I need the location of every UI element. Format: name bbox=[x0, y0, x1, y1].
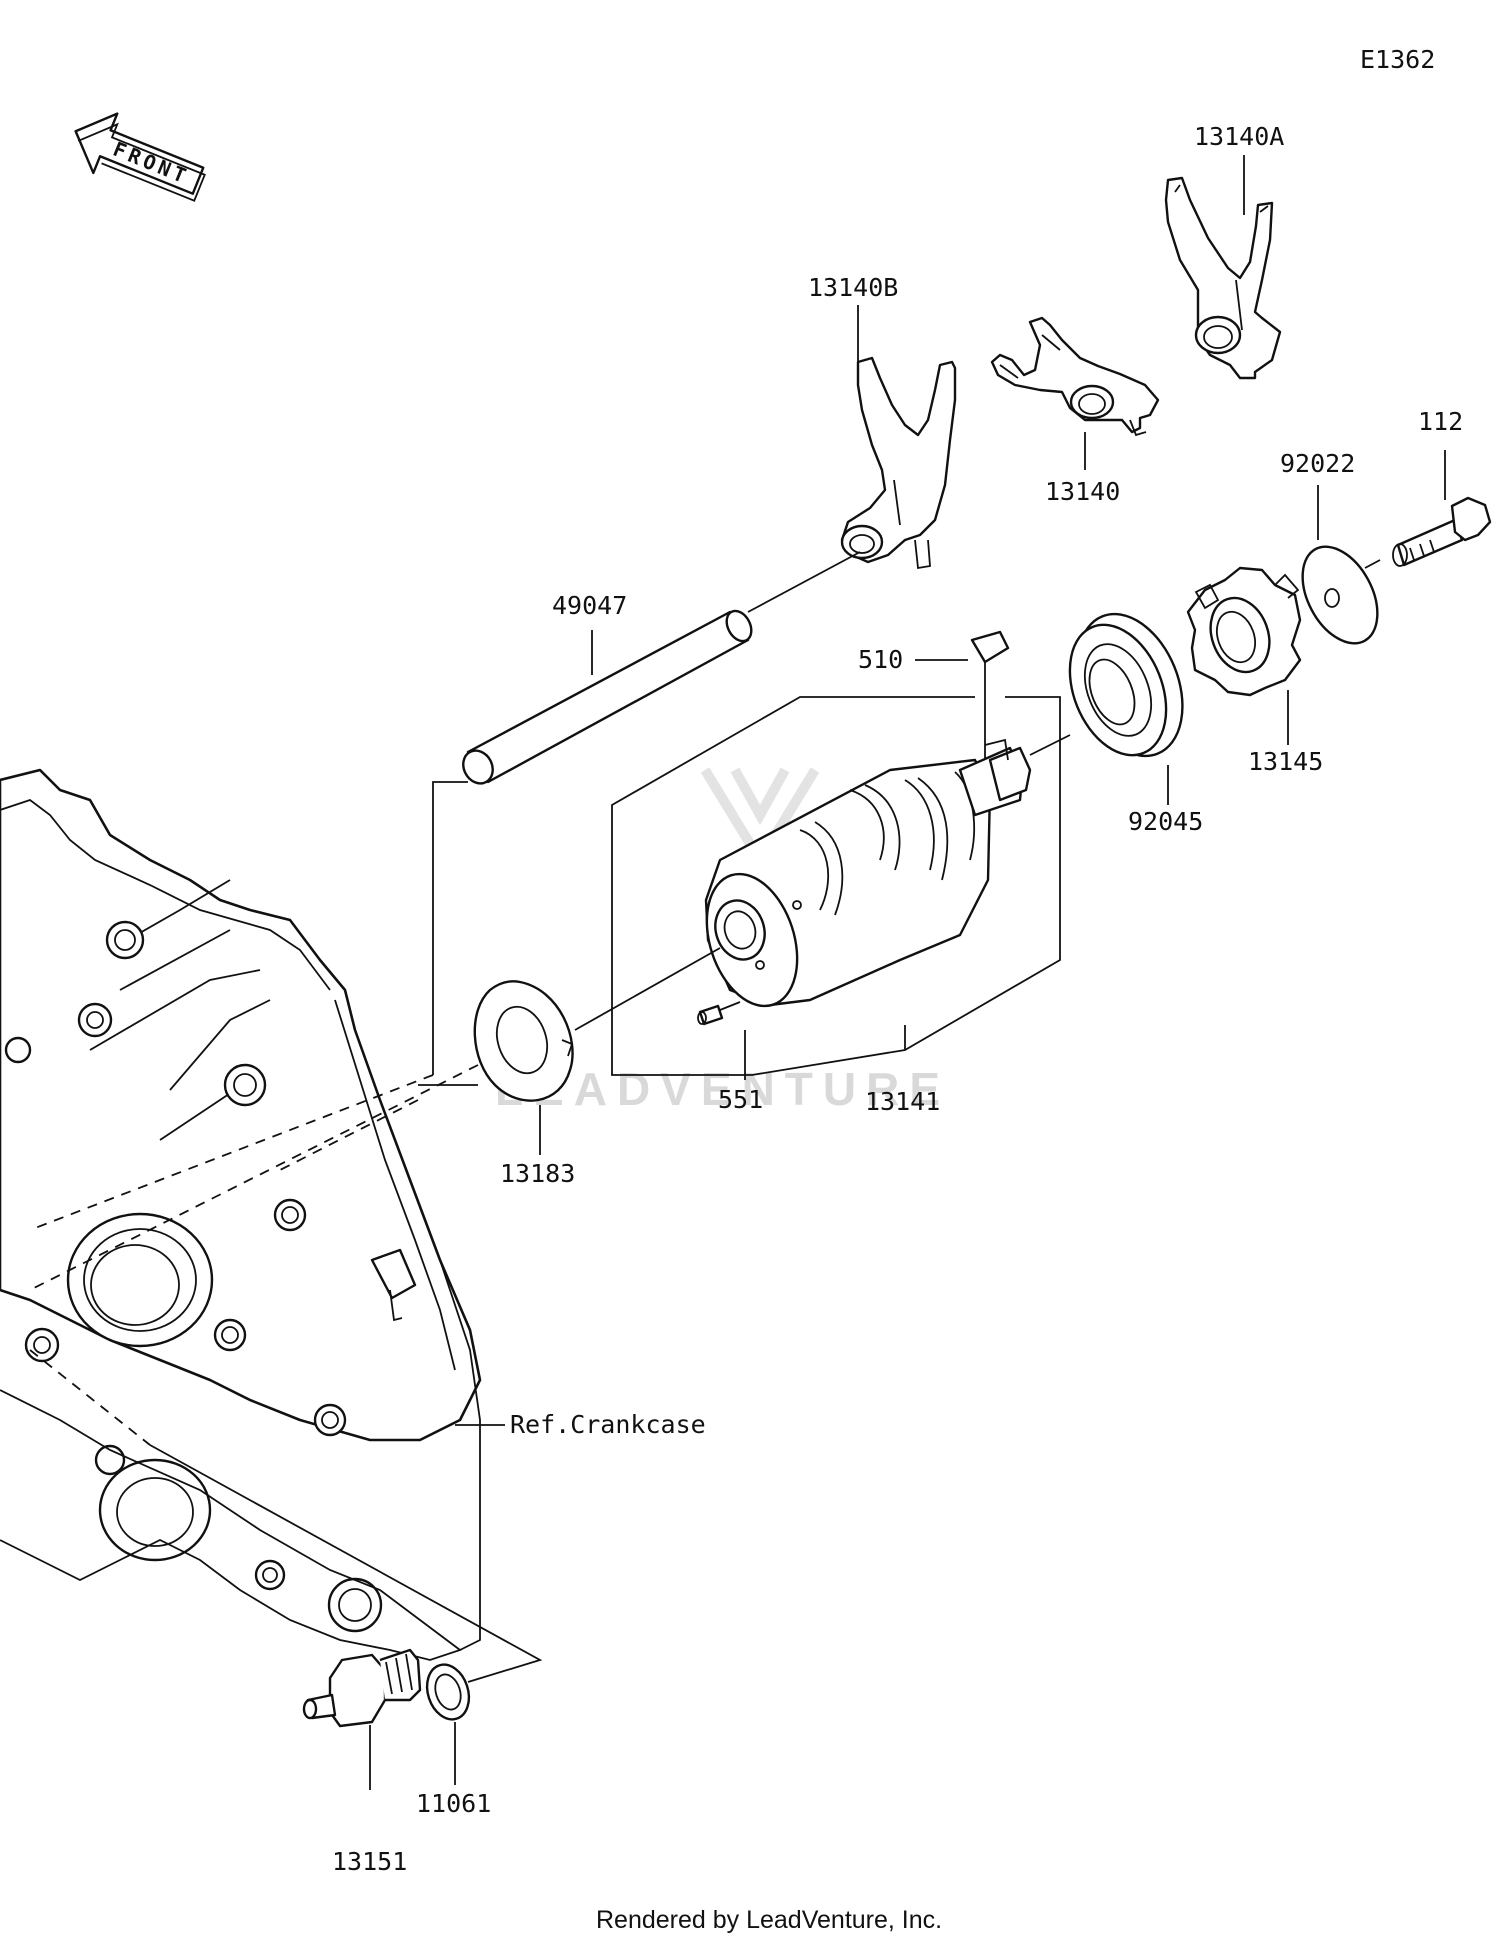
label-551: 551 bbox=[718, 1085, 763, 1114]
label-13151: 13151 bbox=[332, 1847, 407, 1876]
callout-labels: 13140A 13140B 13140 112 92022 49047 510 … bbox=[332, 122, 1463, 1876]
shim-13183 bbox=[473, 980, 574, 1102]
shift-rod-49047 bbox=[462, 609, 753, 785]
front-arrow-icon: FRONT bbox=[74, 112, 206, 202]
bearing-92045 bbox=[1068, 612, 1184, 758]
pin-551 bbox=[697, 1004, 724, 1026]
leader-lines bbox=[29, 155, 1446, 1790]
neutral-switch-13151 bbox=[302, 1648, 422, 1728]
label-13183: 13183 bbox=[500, 1159, 575, 1188]
label-ref-crankcase: Ref.Crankcase bbox=[510, 1410, 706, 1439]
diagram-code: E1362 bbox=[1360, 45, 1435, 74]
label-49047: 49047 bbox=[552, 591, 627, 620]
woodruff-key-510 bbox=[970, 630, 1010, 664]
front-label: FRONT bbox=[110, 137, 193, 189]
label-92045: 92045 bbox=[1128, 807, 1203, 836]
label-510: 510 bbox=[858, 645, 903, 674]
crankcase-ref bbox=[0, 768, 482, 1661]
label-13141: 13141 bbox=[865, 1087, 940, 1116]
footer-credit: Rendered by LeadVenture, Inc. bbox=[596, 1906, 942, 1934]
label-112: 112 bbox=[1418, 407, 1463, 436]
label-13145: 13145 bbox=[1248, 747, 1323, 776]
label-11061: 11061 bbox=[416, 1789, 491, 1818]
shift-fork-13140b bbox=[840, 356, 957, 570]
shift-drum-13141 bbox=[704, 738, 1032, 1008]
label-92022: 92022 bbox=[1280, 449, 1355, 478]
bolt-112 bbox=[1392, 496, 1492, 567]
label-13140: 13140 bbox=[1045, 477, 1120, 506]
washer-11061 bbox=[425, 1663, 471, 1721]
label-13140a: 13140A bbox=[1194, 122, 1284, 151]
shift-fork-13140a bbox=[1164, 176, 1282, 380]
washer-92022 bbox=[1301, 545, 1379, 645]
shift-fork-13140 bbox=[990, 316, 1160, 437]
shift-drum-cam-13145 bbox=[1186, 566, 1302, 697]
label-13140b: 13140B bbox=[808, 273, 898, 302]
